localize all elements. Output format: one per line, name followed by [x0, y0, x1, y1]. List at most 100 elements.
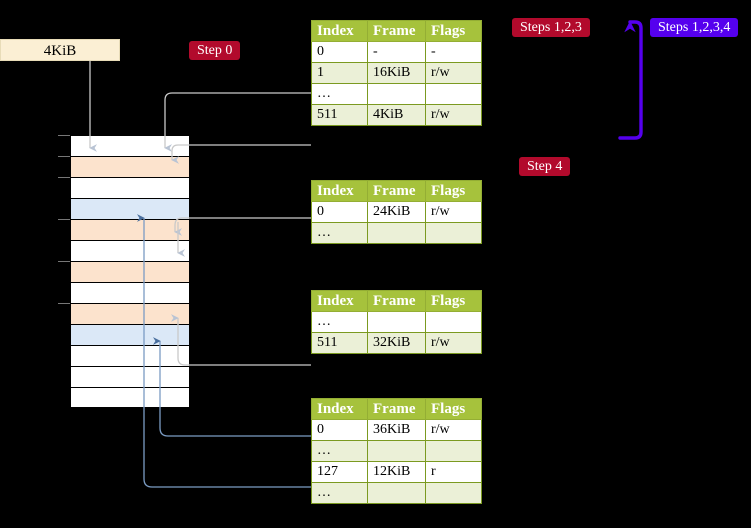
column-header-flags: Flags	[425, 20, 482, 42]
cell-index: …	[311, 222, 368, 244]
column-header-flags: Flags	[425, 398, 482, 420]
memory-frame-row	[70, 261, 190, 282]
cell-index: …	[311, 482, 368, 504]
memory-row-tick	[58, 303, 70, 304]
memory-frame-row	[70, 345, 190, 366]
badge-steps-1234: Steps 1,2,3,4	[650, 18, 739, 37]
cell-flags	[425, 222, 482, 244]
cell-flags: r/w	[425, 201, 482, 223]
cell-flags: r/w	[425, 62, 482, 84]
cell-index: 0	[311, 41, 368, 63]
cell-frame	[367, 83, 426, 105]
column-header-index: Index	[311, 180, 368, 202]
table-row: …	[311, 440, 482, 462]
badge-steps-123: Steps 1,2,3	[512, 18, 590, 37]
column-header-index: Index	[311, 290, 368, 312]
table-header-row: Index Frame Flags	[311, 290, 482, 312]
table-header-row: Index Frame Flags	[311, 180, 482, 202]
cell-frame: 24KiB	[367, 201, 426, 223]
memory-frame-row	[70, 240, 190, 261]
cell-frame: 32KiB	[367, 332, 426, 354]
cell-flags: r/w	[425, 332, 482, 354]
cell-index: 511	[311, 104, 368, 126]
table-header-row: Index Frame Flags	[311, 20, 482, 42]
column-header-frame: Frame	[367, 398, 426, 420]
cell-frame: 16KiB	[367, 62, 426, 84]
table-row: 0--	[311, 41, 482, 63]
cell-flags	[425, 440, 482, 462]
memory-frame-row	[70, 177, 190, 198]
memory-frame-row	[70, 282, 190, 303]
cell-frame: -	[367, 41, 426, 63]
memory-row-tick	[58, 156, 70, 157]
table-header-row: Index Frame Flags	[311, 398, 482, 420]
cell-index: 0	[311, 201, 368, 223]
table-row: …	[311, 222, 482, 244]
column-header-frame: Frame	[367, 180, 426, 202]
connector-pdpt-entry0	[174, 217, 311, 236]
badge-step-4: Step 4	[519, 157, 571, 176]
cell-flags: r/w	[425, 419, 482, 441]
cell-frame	[367, 482, 426, 504]
connector-steps-1234-bracket	[618, 20, 643, 140]
memory-row-tick	[58, 177, 70, 178]
memory-frame-row	[70, 198, 190, 219]
table-row: …	[311, 482, 482, 504]
cell-index: …	[311, 311, 368, 333]
cell-frame	[367, 222, 426, 244]
column-header-frame: Frame	[367, 290, 426, 312]
cell-frame: 36KiB	[367, 419, 426, 441]
cell-flags: -	[425, 41, 482, 63]
column-header-frame: Frame	[367, 20, 426, 42]
cell-flags: r/w	[425, 104, 482, 126]
memory-frame-row	[70, 366, 190, 387]
cell-flags: r	[425, 461, 482, 483]
memory-frame-row	[70, 135, 190, 156]
physical-memory-stack	[58, 135, 190, 416]
memory-row-tick	[58, 261, 70, 262]
cell-frame	[367, 440, 426, 462]
cell-frame: 4KiB	[367, 104, 426, 126]
memory-frame-row	[70, 219, 190, 240]
memory-row-tick	[58, 135, 70, 136]
memory-row-tick	[58, 219, 70, 220]
memory-frame-row	[70, 324, 190, 345]
connector-pd-entry511	[171, 314, 311, 366]
column-header-index: Index	[311, 20, 368, 42]
column-header-index: Index	[311, 398, 368, 420]
memory-frame-row	[70, 303, 190, 324]
cell-flags	[425, 311, 482, 333]
cell-index: 511	[311, 332, 368, 354]
cell-frame	[367, 311, 426, 333]
table-row: …	[311, 311, 482, 333]
cell-index: …	[311, 440, 368, 462]
connector-pml4-entry511	[171, 144, 311, 164]
memory-frame-row	[70, 387, 190, 408]
cell-index: 127	[311, 461, 368, 483]
cell-index: 0	[311, 419, 368, 441]
column-header-flags: Flags	[425, 290, 482, 312]
cell-frame: 12KiB	[367, 461, 426, 483]
cell-flags	[425, 83, 482, 105]
table-row: …	[311, 83, 482, 105]
memory-frame-row	[70, 156, 190, 177]
size-label-4kib: 4KiB	[0, 39, 120, 61]
cell-flags	[425, 482, 482, 504]
badge-step-0: Step 0	[189, 41, 241, 60]
cell-index: …	[311, 83, 368, 105]
